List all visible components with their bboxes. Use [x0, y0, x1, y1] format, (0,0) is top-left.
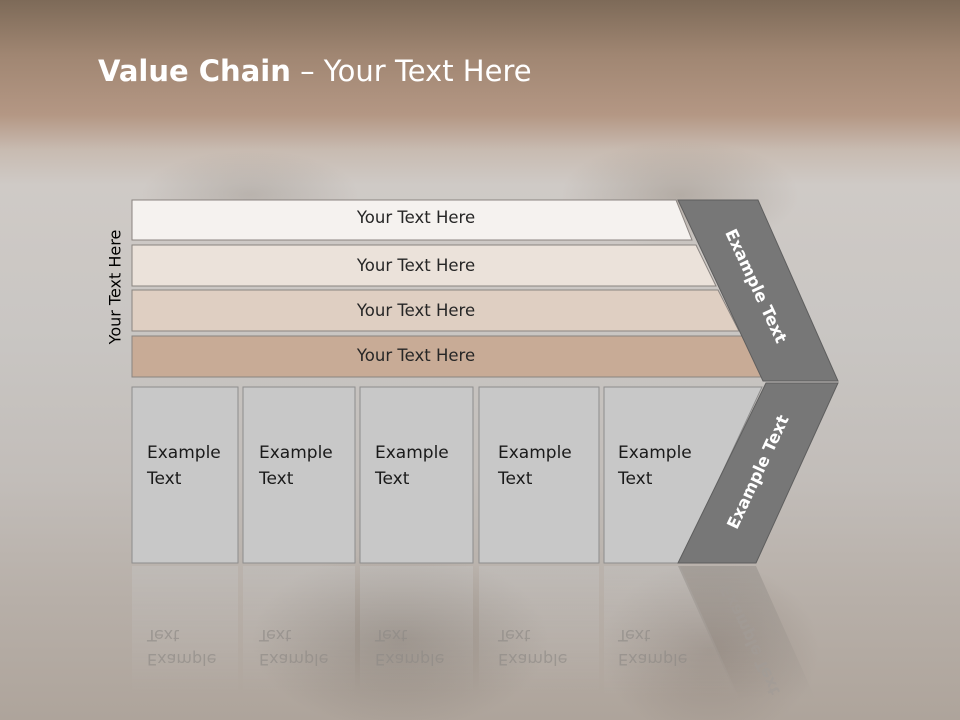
support-row-2-label: Your Text Here — [356, 256, 476, 275]
support-row-4-label: Your Text Here — [356, 346, 476, 365]
reflection-line: Example — [618, 650, 688, 669]
box-line: Example — [147, 443, 221, 463]
primary-box-4 — [478, 386, 600, 564]
title-rest: – Your Text Here — [290, 54, 532, 88]
primary-box-4-label: Example Text — [498, 440, 572, 492]
support-row-1-label: Your Text Here — [356, 208, 476, 227]
primary-box-1-reflection: Example Text — [147, 623, 216, 671]
reflection-line: Text — [259, 626, 292, 645]
support-row-2 — [131, 244, 717, 287]
box-line: Example — [259, 443, 333, 463]
primary-box-1-label: Example Text — [147, 440, 221, 492]
reflection-line: Text — [618, 626, 651, 645]
primary-box-5-reflection: Example Text — [618, 623, 687, 671]
reflection-line: Text — [147, 626, 180, 645]
box-line: Text — [147, 469, 182, 489]
primary-box-1 — [131, 386, 239, 564]
box-line: Text — [375, 469, 410, 489]
primary-box-3-reflection: Example Text — [375, 623, 444, 671]
primary-box-4-reflection: Example Text — [498, 623, 567, 671]
box-line: Example — [375, 443, 449, 463]
reflection-line: Example — [147, 650, 217, 669]
reflection-line: Example — [375, 650, 445, 669]
reflection-line: Example — [259, 650, 329, 669]
reflection — [132, 566, 816, 700]
title-bold: Value Chain — [98, 54, 291, 88]
reflection-line: Text — [375, 626, 408, 645]
box-line: Example — [498, 443, 572, 463]
chevron-top — [677, 199, 839, 382]
slide-title: Value Chain – Your Text Here — [98, 54, 532, 88]
chevron-bottom — [677, 382, 839, 564]
reflection-line: Example — [498, 650, 568, 669]
box-line: Text — [498, 469, 533, 489]
support-row-1 — [131, 199, 693, 241]
box-line: Text — [618, 469, 653, 489]
primary-box-3-label: Example Text — [375, 440, 449, 492]
reflection-line: Text — [498, 626, 531, 645]
primary-box-2-label: Example Text — [259, 440, 333, 492]
box-line: Example — [618, 443, 692, 463]
support-row-3-label: Your Text Here — [356, 301, 476, 320]
primary-box-2 — [242, 386, 356, 564]
primary-box-5-label: Example Text — [618, 440, 692, 492]
box-line: Text — [259, 469, 294, 489]
primary-box-2-reflection: Example Text — [259, 623, 328, 671]
primary-box-3 — [359, 386, 474, 564]
